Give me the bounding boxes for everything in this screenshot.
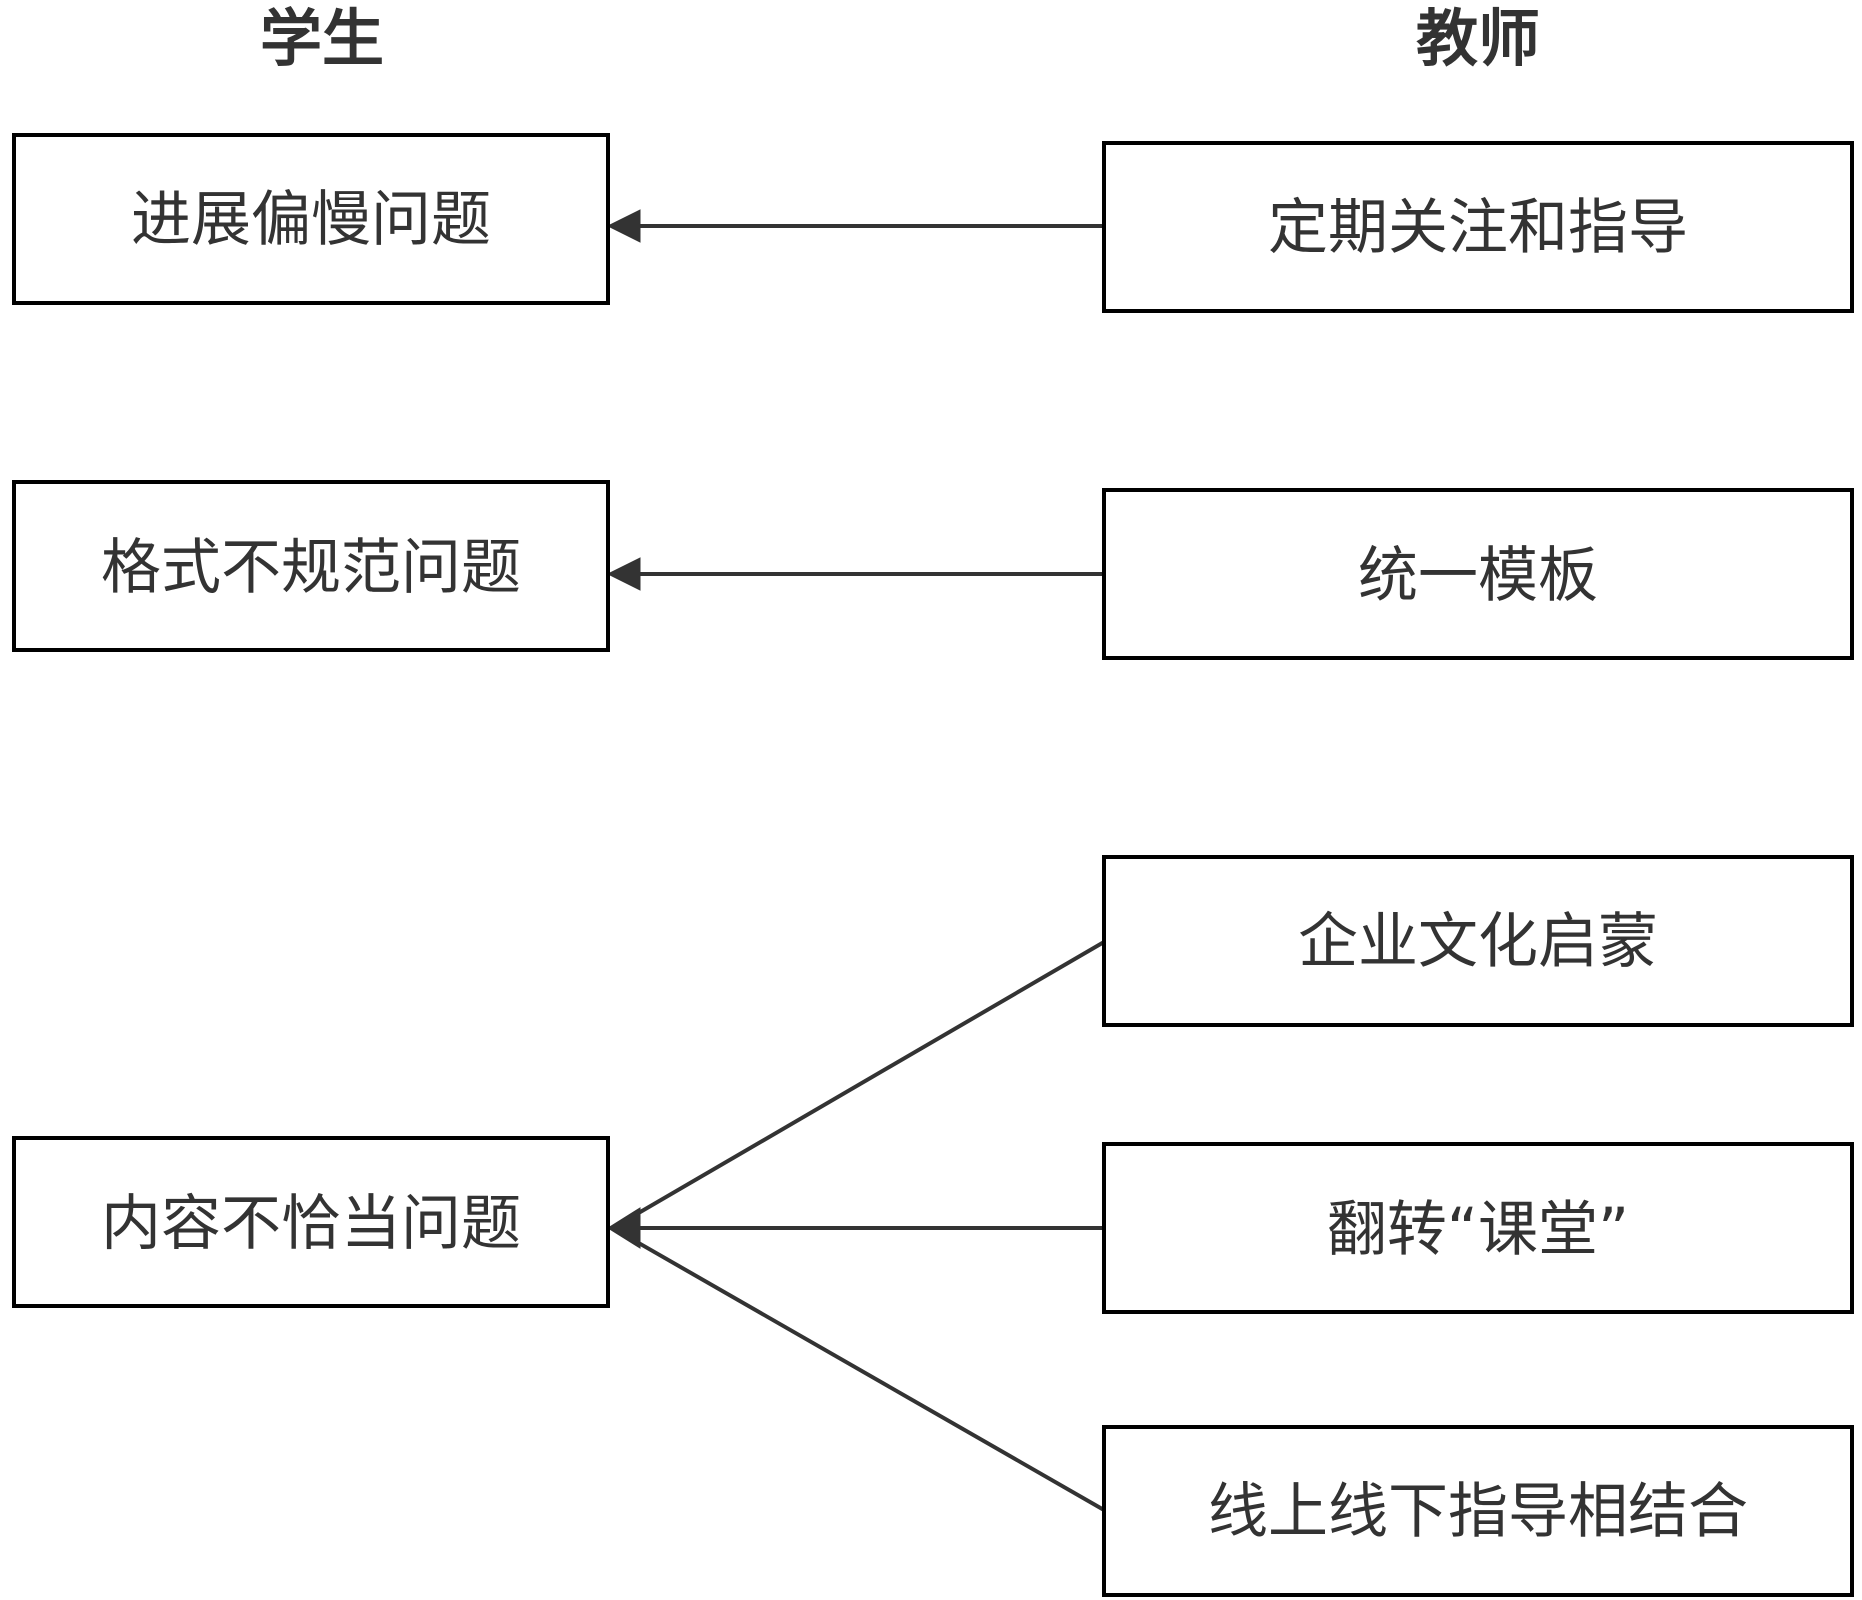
- teacher-node-blended: 线上线下指导相结合: [1102, 1425, 1854, 1597]
- teacher-node-regular-box: [1102, 141, 1854, 313]
- edge-culture-to-content: [628, 940, 1106, 1220]
- edges: [606, 209, 1106, 1512]
- arrowhead-progress: [606, 209, 641, 243]
- teacher-node-template-box: [1102, 488, 1854, 660]
- teacher-node-blended-box: [1102, 1425, 1854, 1597]
- student-node-format-box: [12, 480, 610, 652]
- teacher-node-culture: 企业文化启蒙: [1102, 855, 1854, 1027]
- student-node-content-label: 内容不恰当问题: [101, 1189, 521, 1259]
- student-node-format-label: 格式不规范问题: [101, 533, 521, 603]
- student-node-content: 内容不恰当问题: [12, 1136, 610, 1308]
- student-node-format: 格式不规范问题: [12, 480, 610, 652]
- teacher-node-flipped: 翻转“课堂”: [1102, 1142, 1854, 1314]
- teacher-node-culture-box: [1102, 855, 1854, 1027]
- teacher-column-header: 教师: [1416, 2, 1540, 75]
- student-node-progress-label: 进展偏慢问题: [131, 185, 491, 255]
- student-column-header: 学生: [260, 2, 384, 75]
- student-node-content-box: [12, 1136, 610, 1308]
- teacher-node-template: 统一模板: [1102, 488, 1854, 660]
- teacher-node-blended-label: 线上线下指导相结合: [1208, 1477, 1748, 1547]
- student-node-progress: 进展偏慢问题: [12, 133, 610, 305]
- edge-blended-to-content: [629, 1236, 1105, 1512]
- teacher-node-regular: 定期关注和指导: [1102, 141, 1854, 313]
- teacher-node-template-label: 统一模板: [1358, 541, 1598, 611]
- teacher-node-regular-label: 定期关注和指导: [1268, 193, 1688, 263]
- arrowhead-format: [606, 557, 641, 591]
- student-node-progress-box: [12, 133, 610, 305]
- teacher-node-culture-label: 企业文化启蒙: [1298, 907, 1658, 977]
- teacher-node-flipped-box: [1102, 1142, 1854, 1314]
- teacher-node-flipped-label: 翻转“课堂”: [1327, 1195, 1629, 1265]
- arrowhead-content: [607, 1207, 641, 1249]
